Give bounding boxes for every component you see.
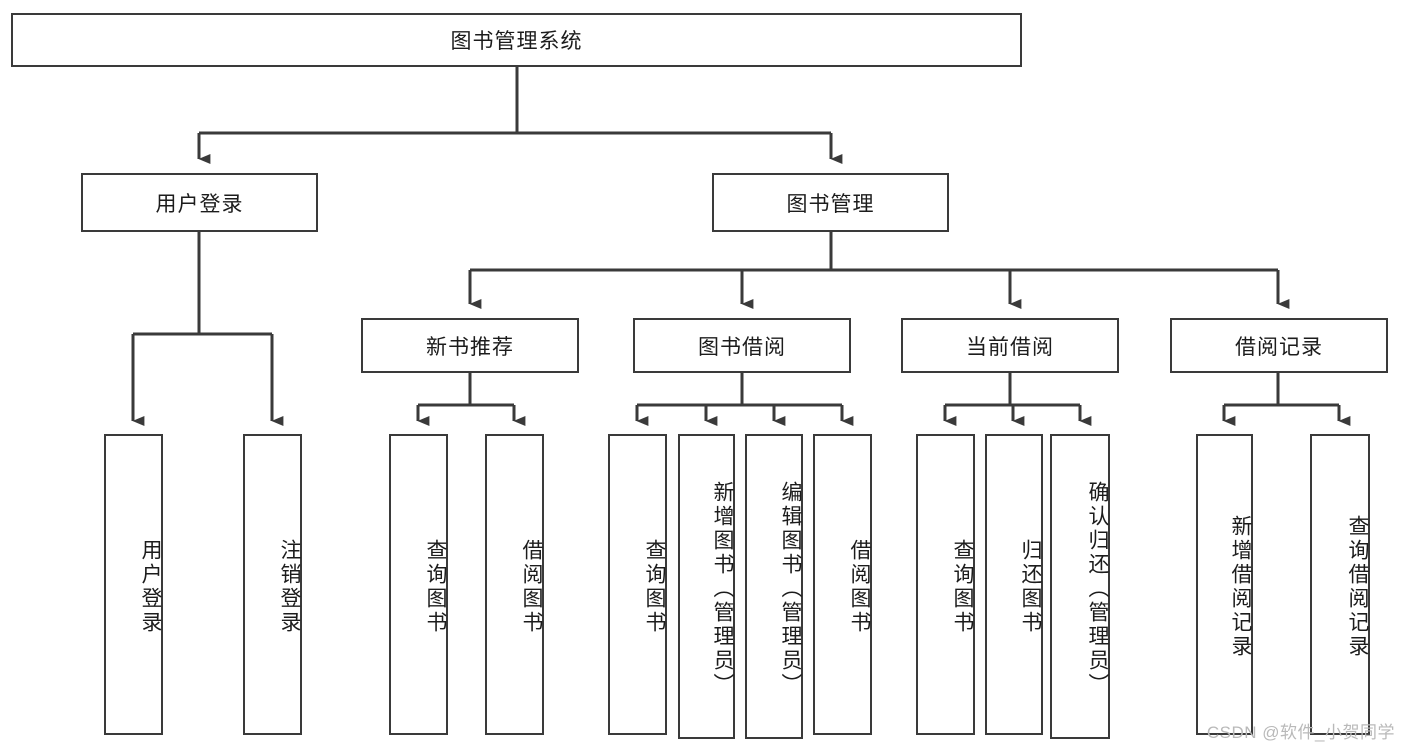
node-label: 查询图书 xyxy=(424,538,447,635)
node-root-system[interactable]: 图书管理系统 xyxy=(11,13,1022,67)
node-label: 借阅记录 xyxy=(1235,335,1323,359)
node-book-borrow[interactable]: 图书借阅 xyxy=(633,318,851,373)
node-current-borrow[interactable]: 当前借阅 xyxy=(901,318,1119,373)
node-label: 用户登录 xyxy=(139,538,162,635)
node-label: 图书借阅 xyxy=(698,335,786,359)
node-leaf-user-login[interactable]: 用户登录 xyxy=(104,434,163,735)
node-label: 借阅图书 xyxy=(848,538,871,635)
csdn-watermark: CSDN @软件_小贺同学 xyxy=(1206,723,1395,742)
node-leaf-confirm-return-admin[interactable]: 确认归还（管理员） xyxy=(1050,434,1110,739)
node-label: 注销登录 xyxy=(278,538,301,635)
node-leaf-add-borrow-record[interactable]: 新增借阅记录 xyxy=(1196,434,1253,735)
node-leaf-logout-login[interactable]: 注销登录 xyxy=(243,434,302,735)
node-label: 当前借阅 xyxy=(966,335,1054,359)
node-borrow-record[interactable]: 借阅记录 xyxy=(1170,318,1388,373)
node-label: 图书管理 xyxy=(786,192,875,216)
node-leaf-query-book-3[interactable]: 查询图书 xyxy=(916,434,975,735)
node-user-login[interactable]: 用户登录 xyxy=(81,173,318,232)
node-label: 查询图书 xyxy=(951,538,974,635)
node-leaf-return-book[interactable]: 归还图书 xyxy=(985,434,1043,735)
node-label: 新书推荐 xyxy=(426,335,514,359)
node-label: 确认归还（管理员） xyxy=(1086,480,1109,697)
node-leaf-borrow-book-1[interactable]: 借阅图书 xyxy=(485,434,544,735)
node-leaf-add-book-admin[interactable]: 新增图书（管理员） xyxy=(678,434,735,739)
node-label: 编辑图书（管理员） xyxy=(779,480,802,697)
node-label: 借阅图书 xyxy=(520,538,543,635)
node-label: 新增借阅记录 xyxy=(1229,514,1252,659)
node-label: 归还图书 xyxy=(1019,538,1042,635)
node-leaf-query-book-2[interactable]: 查询图书 xyxy=(608,434,667,735)
node-label: 用户登录 xyxy=(155,192,244,216)
node-label: 图书管理系统 xyxy=(450,30,583,53)
node-book-manage[interactable]: 图书管理 xyxy=(712,173,949,232)
node-new-book-recommend[interactable]: 新书推荐 xyxy=(361,318,579,373)
node-leaf-query-borrow-record[interactable]: 查询借阅记录 xyxy=(1310,434,1370,735)
node-label: 查询借阅记录 xyxy=(1346,514,1369,659)
node-leaf-query-book-1[interactable]: 查询图书 xyxy=(389,434,448,735)
node-label: 查询图书 xyxy=(643,538,666,635)
node-leaf-edit-book-admin[interactable]: 编辑图书（管理员） xyxy=(745,434,803,739)
node-leaf-borrow-book-2[interactable]: 借阅图书 xyxy=(813,434,872,735)
node-label: 新增图书（管理员） xyxy=(711,480,734,697)
